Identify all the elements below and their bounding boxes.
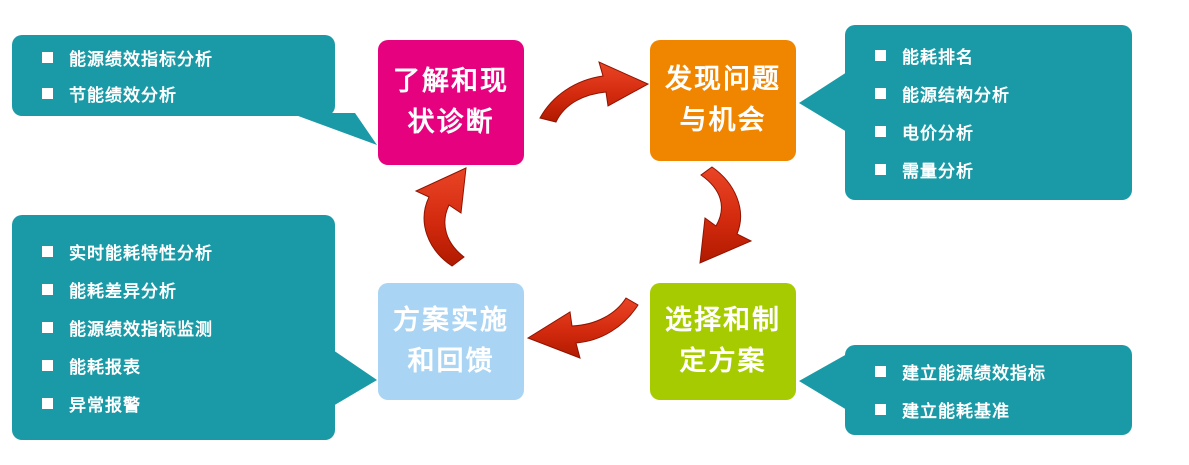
bullet-square-icon [875,365,886,377]
callout-diagnose-details: 能源绩效指标分析 节能绩效分析 [12,35,335,116]
bullet-square-icon [875,50,886,61]
list-item: 建立能源绩效指标 [875,352,1132,390]
bullet-square-icon [875,126,886,137]
bullet-square-icon [42,284,53,295]
list-item: 能耗排名 [875,37,1132,75]
list-item-label: 能源绩效指标监测 [69,320,213,340]
list-item-label: 实时能耗特性分析 [69,244,213,264]
list-item-label: 节能绩效分析 [69,86,177,106]
list-item: 能源绩效指标分析 [42,40,335,76]
list-item-label: 能源绩效指标分析 [69,50,213,70]
list-item: 能耗差异分析 [42,271,335,309]
step-implement-label-line1: 方案实施 [393,305,509,336]
callout-tail-bottom-left [333,350,377,406]
step-discover-label-line1: 发现问题 [665,64,781,95]
list-item-label: 建立能耗基准 [902,401,1010,422]
list-item-label: 需量分析 [902,162,974,182]
list-item-label: 电价分析 [902,124,974,144]
callout-tail-bottom-right [799,354,847,410]
bullet-square-icon [42,360,53,371]
step-plan-label-line1: 选择和制 [665,305,781,336]
callout-plan-details: 建立能源绩效指标 建立能耗基准 [845,345,1132,435]
step-plan-box: 选择和制 定方案 [650,283,796,400]
list-item: 节能绩效分析 [42,76,335,112]
list-item-label: 建立能源绩效指标 [902,363,1046,384]
bullet-square-icon [875,403,886,415]
list-item: 能耗报表 [42,347,335,385]
step-plan-label-line2: 定方案 [679,345,767,377]
callout-implement-details: 实时能耗特性分析 能耗差异分析 能源绩效指标监测 能耗报表 异常报警 [12,215,335,440]
bullet-square-icon [42,88,53,99]
step-implement-label-line2: 和回馈 [407,345,495,377]
bullet-square-icon [875,164,886,175]
callout-tail-top-left [290,113,377,145]
list-item-label: 异常报警 [69,396,141,416]
list-item-label: 能耗排名 [902,48,974,68]
callout-discover-details: 能耗排名 能源结构分析 电价分析 需量分析 [845,25,1132,200]
list-item: 实时能耗特性分析 [42,233,335,271]
step-diagnose-label-line1: 了解和现 [393,66,509,97]
step-diagnose-label-line2: 状诊断 [407,106,495,138]
arrow-plan-to-implement-icon [526,297,639,359]
list-item: 电价分析 [875,113,1132,151]
bullet-square-icon [42,52,53,63]
bullet-square-icon [42,246,53,257]
list-item-label: 能耗报表 [69,358,141,378]
bullet-square-icon [875,88,886,99]
step-implement-box: 方案实施 和回馈 [378,283,524,400]
bullet-square-icon [42,398,53,409]
list-item: 能源绩效指标监测 [42,309,335,347]
arrow-implement-to-diagnose-icon [414,167,467,267]
arrow-diagnose-to-discover-icon [539,61,650,123]
step-discover-label-line2: 与机会 [679,104,767,136]
list-item-label: 能源结构分析 [902,86,1010,106]
step-discover-box: 发现问题 与机会 [650,40,796,161]
bullet-square-icon [42,322,53,333]
arrow-discover-to-plan-icon [699,166,753,264]
list-item: 能源结构分析 [875,75,1132,113]
list-item: 需量分析 [875,151,1132,189]
callout-tail-top-right [799,72,847,132]
list-item: 异常报警 [42,385,335,423]
list-item-label: 能耗差异分析 [69,282,177,302]
list-item: 建立能耗基准 [875,390,1132,428]
step-diagnose-box: 了解和现 状诊断 [378,40,524,165]
